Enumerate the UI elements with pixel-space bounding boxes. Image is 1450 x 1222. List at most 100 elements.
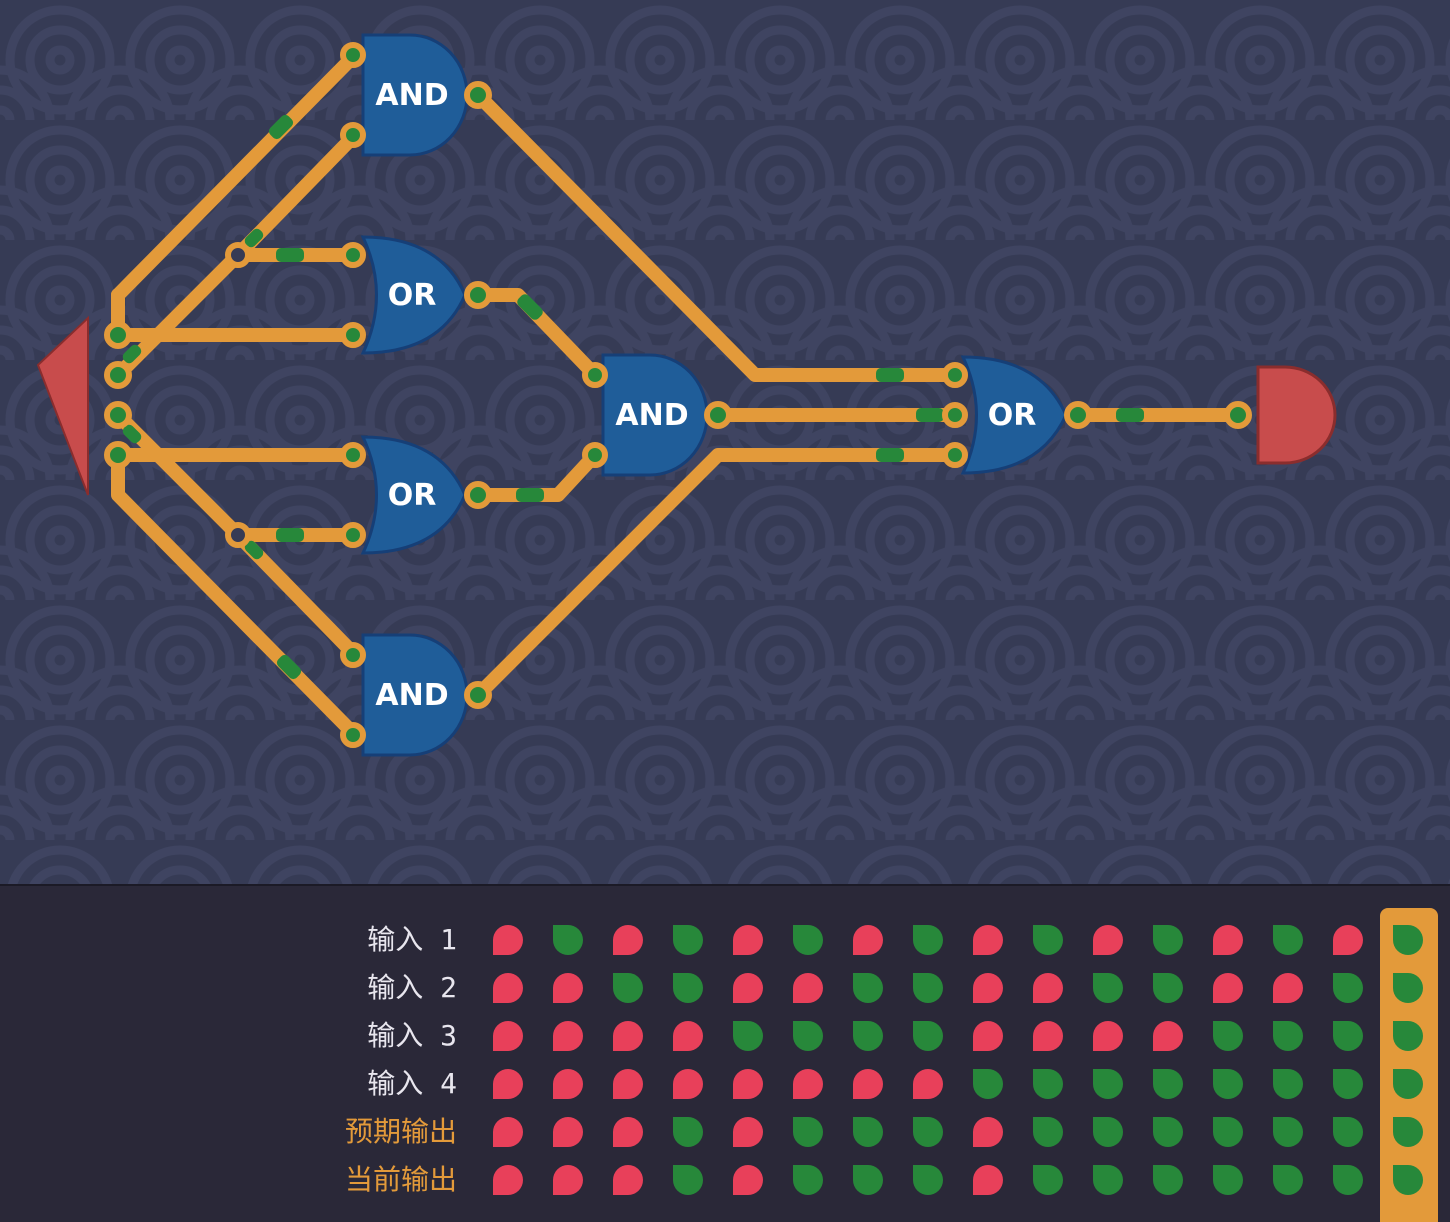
row-label-4: 预期输出	[344, 1115, 457, 1148]
truth-cell-r5-c5	[793, 1165, 823, 1195]
truth-cell-r2-c8	[973, 1021, 1003, 1051]
row-label-1: 输入 2	[367, 971, 457, 1004]
row-label-2: 输入 3	[367, 1019, 457, 1052]
gate-and-top[interactable]: AND	[361, 33, 469, 157]
truth-cell-r3-c10	[1093, 1069, 1123, 1099]
truth-cell-r0-c7	[913, 925, 943, 955]
truth-cell-r0-c1	[553, 925, 583, 955]
truth-cell-r1-c6	[853, 973, 883, 1003]
truth-cell-r2-c2	[613, 1021, 643, 1051]
truth-cell-r3-c0	[493, 1069, 523, 1099]
truth-cell-r5-c15	[1393, 1165, 1423, 1195]
truth-cell-r4-c11	[1153, 1117, 1183, 1147]
truth-cell-r0-c14	[1333, 925, 1363, 955]
truth-cell-r0-c10	[1093, 925, 1123, 955]
row-label-3: 输入 4	[367, 1067, 457, 1100]
truth-cell-r0-c5	[793, 925, 823, 955]
truth-cell-r3-c14	[1333, 1069, 1363, 1099]
gate-and-bottom[interactable]: AND	[361, 633, 469, 757]
truth-cell-r0-c8	[973, 925, 1003, 955]
truth-cell-r3-c6	[853, 1069, 883, 1099]
truth-cell-r1-c1	[553, 973, 583, 1003]
truth-cell-r5-c8	[973, 1165, 1003, 1195]
input-source[interactable]	[36, 315, 89, 496]
truth-cell-r3-c11	[1153, 1069, 1183, 1099]
truth-cell-r2-c7	[913, 1021, 943, 1051]
truth-cell-r4-c6	[853, 1117, 883, 1147]
wire-or-lower-and-middle[interactable]	[471, 448, 602, 502]
truth-cell-r0-c13	[1273, 925, 1303, 955]
truth-cell-r1-c0	[493, 973, 523, 1003]
truth-cell-r2-c9	[1033, 1021, 1063, 1051]
truth-cell-r5-c2	[613, 1165, 643, 1195]
truth-cell-r4-c4	[733, 1117, 763, 1147]
truth-cell-r0-c15	[1393, 925, 1423, 955]
truth-cell-r2-c15	[1393, 1021, 1423, 1051]
truth-cell-r2-c10	[1093, 1021, 1123, 1051]
gate-or-upper[interactable]: OR	[360, 235, 467, 355]
truth-cell-r0-c11	[1153, 925, 1183, 955]
truth-cell-r4-c2	[613, 1117, 643, 1147]
truth-cell-r0-c9	[1033, 925, 1063, 955]
truth-cell-r2-c13	[1273, 1021, 1303, 1051]
truth-cell-r4-c3	[673, 1117, 703, 1147]
truth-cell-r2-c4	[733, 1021, 763, 1051]
truth-cell-r1-c2	[613, 973, 643, 1003]
gate-or-final[interactable]: OR	[960, 355, 1068, 475]
truth-cell-r4-c9	[1033, 1117, 1063, 1147]
truth-cell-r0-c6	[853, 925, 883, 955]
truth-cell-r3-c15	[1393, 1069, 1423, 1099]
gate-or-lower-label: OR	[388, 478, 437, 513]
gate-or-final-label: OR	[988, 398, 1037, 433]
truth-cell-r5-c9	[1033, 1165, 1063, 1195]
wire-in4-and-bottom-b[interactable]	[111, 448, 362, 742]
truth-cell-r3-c2	[613, 1069, 643, 1099]
truth-cell-r5-c4	[733, 1165, 763, 1195]
truth-cell-r4-c10	[1093, 1117, 1123, 1147]
truth-cell-r5-c14	[1333, 1165, 1363, 1195]
gate-or-lower[interactable]: OR	[360, 435, 467, 555]
truth-cell-r3-c9	[1033, 1069, 1063, 1099]
truth-cell-r3-c4	[733, 1069, 763, 1099]
truth-cell-r3-c3	[673, 1069, 703, 1099]
truth-cell-r4-c0	[493, 1117, 523, 1147]
output-sink[interactable]	[1256, 365, 1337, 465]
truth-cell-r0-c4	[733, 925, 763, 955]
truth-cell-r2-c11	[1153, 1021, 1183, 1051]
truth-cell-r4-c7	[913, 1117, 943, 1147]
truth-cell-r2-c12	[1213, 1021, 1243, 1051]
panel-divider	[0, 884, 1450, 886]
truth-cell-r3-c12	[1213, 1069, 1243, 1099]
truth-cell-r2-c6	[853, 1021, 883, 1051]
truth-cell-r1-c14	[1333, 973, 1363, 1003]
circuit-diagram: AND OR OR AND AND OR	[36, 33, 1337, 757]
truth-cell-r2-c3	[673, 1021, 703, 1051]
truth-cell-r3-c7	[913, 1069, 943, 1099]
ports	[104, 42, 1252, 748]
wire-in3-or-lower-b[interactable]	[111, 408, 362, 542]
truth-cell-r1-c9	[1033, 973, 1063, 1003]
truth-cell-r1-c7	[913, 973, 943, 1003]
truth-cell-r1-c10	[1093, 973, 1123, 1003]
wave-pattern-background	[0, 0, 1450, 884]
truth-cell-r3-c13	[1273, 1069, 1303, 1099]
truth-cell-r5-c13	[1273, 1165, 1303, 1195]
row-label-5: 当前输出	[344, 1163, 457, 1196]
truth-cell-r4-c13	[1273, 1117, 1303, 1147]
circuit-canvas[interactable]: AND OR OR AND AND OR	[0, 0, 1450, 884]
truth-cell-r3-c1	[553, 1069, 583, 1099]
truth-cell-r2-c1	[553, 1021, 583, 1051]
truth-cell-r4-c12	[1213, 1117, 1243, 1147]
truth-cell-r5-c7	[913, 1165, 943, 1195]
truth-cell-r5-c10	[1093, 1165, 1123, 1195]
truth-cell-r5-c12	[1213, 1165, 1243, 1195]
truth-cell-r0-c3	[673, 925, 703, 955]
truth-cell-r4-c8	[973, 1117, 1003, 1147]
truth-cell-r3-c5	[793, 1069, 823, 1099]
truth-cell-r3-c8	[973, 1069, 1003, 1099]
gate-and-middle[interactable]: AND	[601, 353, 709, 477]
truth-cell-r4-c1	[553, 1117, 583, 1147]
truth-cell-r4-c5	[793, 1117, 823, 1147]
truth-cell-r1-c11	[1153, 973, 1183, 1003]
